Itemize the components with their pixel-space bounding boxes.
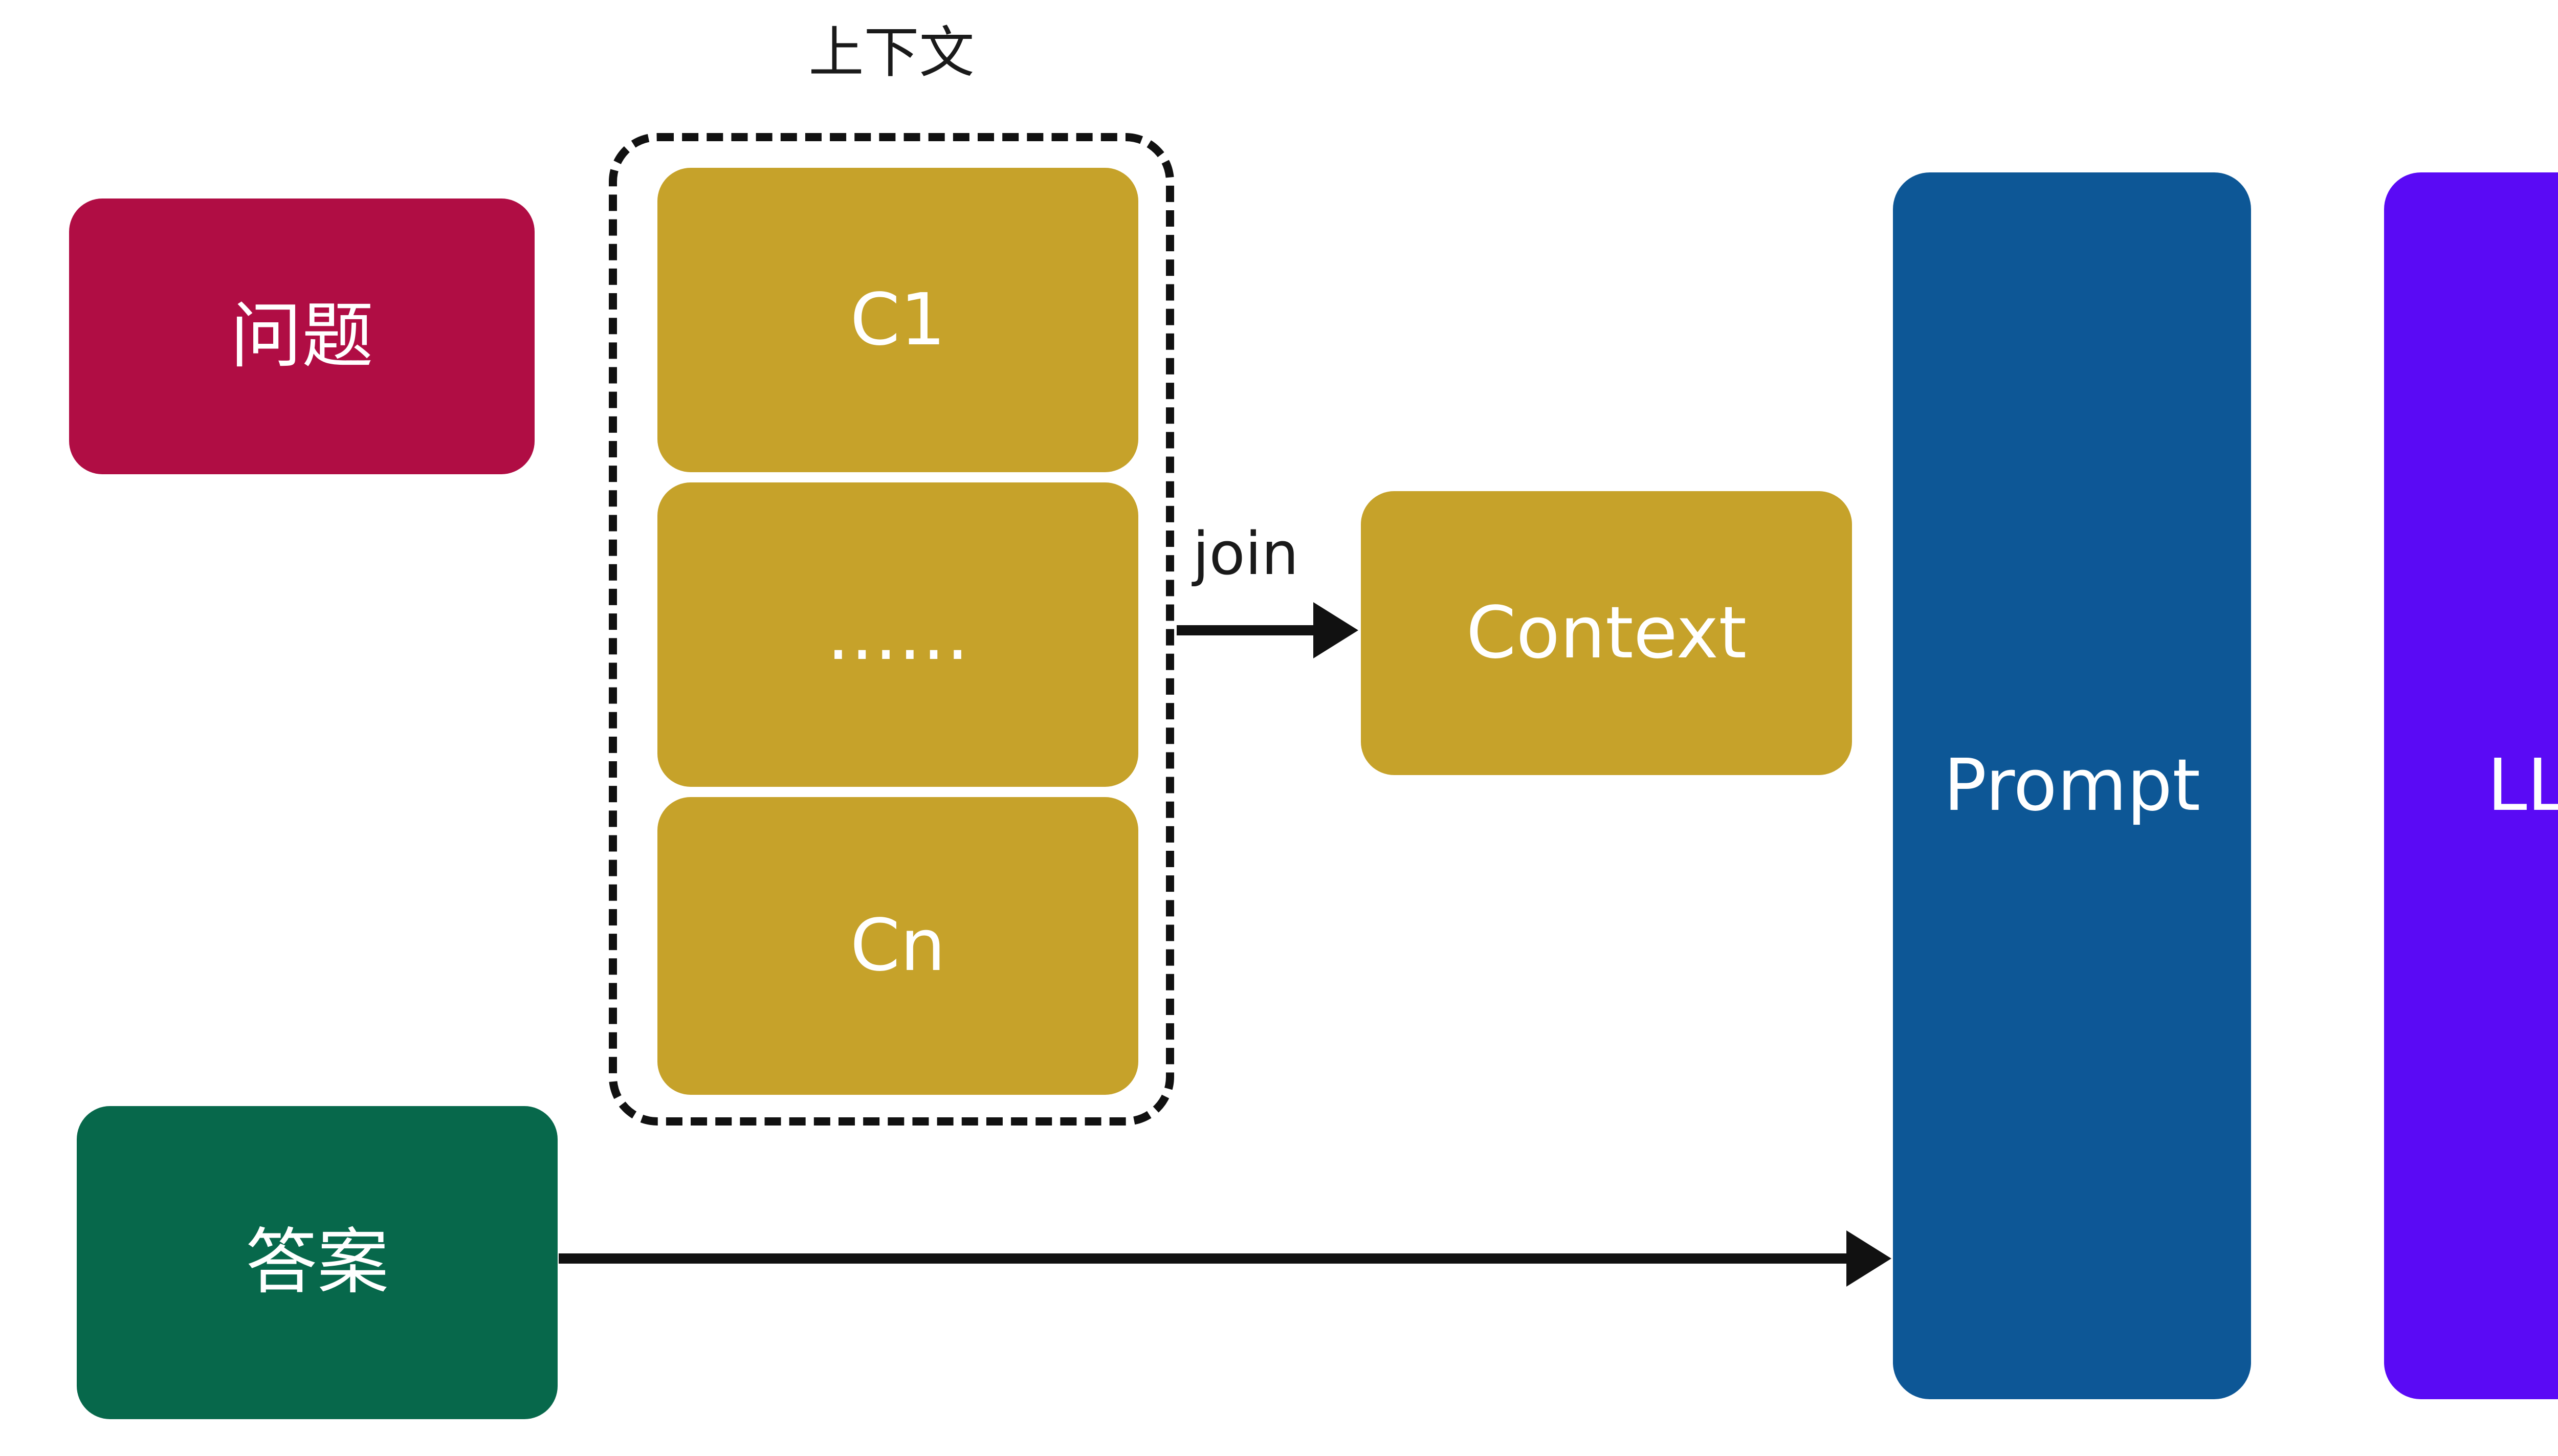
node-prompt: Prompt xyxy=(1893,172,2251,1399)
group-context xyxy=(609,133,1174,1126)
node-answer-label: 答案 xyxy=(245,1221,389,1304)
node-llm: LLM xyxy=(2384,172,2558,1399)
node-question-label: 问题 xyxy=(230,294,373,378)
node-c-ellipsis: …… xyxy=(657,482,1138,787)
node-c1: C1 xyxy=(657,168,1138,472)
join-arrow-line xyxy=(1177,625,1316,635)
join-arrow-label: join xyxy=(1193,520,1299,588)
group-context-label: 上下文 xyxy=(808,21,975,85)
node-context: Context xyxy=(1361,491,1852,775)
node-cn-label: Cn xyxy=(850,904,946,987)
answer-arrow-head xyxy=(1846,1230,1891,1287)
join-arrow-head xyxy=(1313,602,1358,658)
node-answer: 答案 xyxy=(77,1106,558,1419)
answer-arrow-line xyxy=(559,1253,1849,1264)
node-question: 问题 xyxy=(69,198,535,474)
node-context-label: Context xyxy=(1466,591,1747,675)
node-prompt-label: Prompt xyxy=(1943,744,2201,827)
node-cn: Cn xyxy=(657,797,1138,1095)
node-c1-label: C1 xyxy=(850,278,946,362)
node-llm-label: LLM xyxy=(2487,744,2558,827)
node-c-ellipsis-label: …… xyxy=(826,592,969,676)
